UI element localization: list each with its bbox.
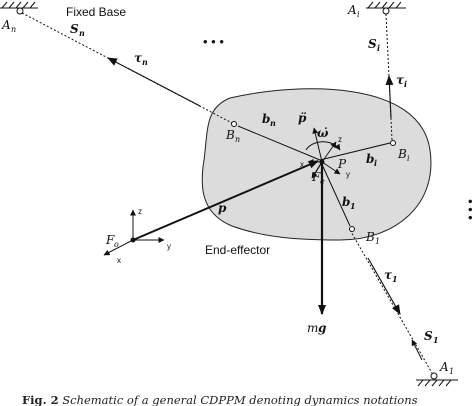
point-p-dot xyxy=(319,159,325,165)
label-a-i: A xyxy=(347,3,357,17)
label-b-i-vec: b xyxy=(366,152,374,166)
label-b-n-vec: b xyxy=(262,112,270,126)
label-p-vec: p xyxy=(218,201,227,215)
label-a-1-sub: 1 xyxy=(449,367,454,376)
label-b-i-vec-sub: i xyxy=(374,158,377,168)
caption-label: Fig. 2 xyxy=(22,393,59,406)
end-effector-label: End-effector xyxy=(205,243,270,257)
local-y-axis xyxy=(321,161,341,175)
label-s-1: S xyxy=(424,329,433,343)
vector-b-i xyxy=(319,142,391,161)
label-a-n-sub: n xyxy=(11,25,16,34)
label-mg-m: m xyxy=(307,321,318,335)
anchor-a-n-ground xyxy=(0,1,38,9)
label-tau-n: τ xyxy=(134,51,143,65)
label-s-1-sub: 1 xyxy=(433,335,439,345)
label-s-i: S xyxy=(368,37,377,51)
label-tau-i: τ xyxy=(396,73,405,87)
label-axis-x-local: x xyxy=(300,160,304,169)
vector-b-1 xyxy=(319,159,351,227)
label-big-b-n: B xyxy=(225,128,235,142)
cable-1 xyxy=(349,229,433,374)
s-1-arrow xyxy=(411,339,423,361)
label-axis-z-local: z xyxy=(338,135,342,144)
label-omega-dot: ω̇ xyxy=(317,126,329,140)
label-f-e: F xyxy=(311,170,321,184)
attach-b-i xyxy=(390,140,396,146)
base-origin xyxy=(130,237,136,243)
end-effector-body xyxy=(201,88,432,241)
tension-i-arrow xyxy=(385,75,394,119)
label-tau-1: τ xyxy=(384,268,393,282)
label-s-i-sub: i xyxy=(377,43,380,53)
label-a-i-sub: i xyxy=(357,10,360,19)
cable-i xyxy=(385,13,393,141)
label-f-e-sub: e xyxy=(320,177,325,186)
angular-accel-arc xyxy=(305,141,341,151)
label-mg-g: g xyxy=(318,321,326,335)
label-f-o: F xyxy=(105,233,115,247)
caption-text: Schematic of a general CDPPM denoting dy… xyxy=(58,393,418,406)
label-tau-n-sub: n xyxy=(142,57,148,67)
label-big-b-n-sub: n xyxy=(235,135,240,144)
label-a-1: A xyxy=(439,360,449,374)
label-tau-i-sub: i xyxy=(404,79,407,89)
local-z-axis xyxy=(321,141,337,163)
label-a-n: A xyxy=(1,18,11,32)
anchor-a-i-point xyxy=(382,7,390,15)
label-f-o-sub: o xyxy=(114,240,119,249)
fixed-base-label: Fixed Base xyxy=(66,5,126,19)
label-big-b-1: B xyxy=(365,230,375,244)
label-s-n: S xyxy=(70,22,79,36)
figure-caption: Fig. 2 Schematic of a general CDPPM deno… xyxy=(22,393,474,406)
label-big-b-i: B xyxy=(397,147,407,161)
label-axis-z-base: z xyxy=(138,207,142,216)
label-s-n-sub: n xyxy=(79,28,85,38)
anchor-a-i-ground xyxy=(366,1,406,9)
vector-p xyxy=(132,160,319,241)
label-p-ddot: p̈ xyxy=(298,111,307,125)
label-b-n-vec-sub: n xyxy=(270,118,276,128)
attach-b-1 xyxy=(349,226,355,232)
base-x-axis xyxy=(103,239,134,256)
label-b-1-vec-sub: 1 xyxy=(350,201,356,211)
label-b-1-vec: b xyxy=(342,195,350,209)
anchor-a-1-ground xyxy=(416,379,458,387)
tension-n-arrow xyxy=(107,57,201,107)
accel-arrow xyxy=(312,127,323,163)
label-axis-x-base: x xyxy=(117,256,121,265)
label-big-b-i-sub: i xyxy=(407,154,410,163)
label-tau-1-sub: 1 xyxy=(392,274,398,284)
label-axis-y-base: y xyxy=(167,242,171,251)
ellipsis-right: • • • xyxy=(463,199,474,220)
external-force-arrow xyxy=(311,161,323,179)
anchor-a-1-point xyxy=(430,372,438,380)
label-big-b-1-sub: 1 xyxy=(375,237,380,246)
ellipsis-top: • • • xyxy=(203,34,224,49)
vector-b-n xyxy=(237,125,321,161)
label-axis-y-local: y xyxy=(346,170,350,179)
label-point-p: P xyxy=(337,157,347,171)
anchor-a-n-point xyxy=(16,7,24,15)
attach-b-n xyxy=(231,121,237,127)
tension-1-arrow xyxy=(367,257,401,315)
